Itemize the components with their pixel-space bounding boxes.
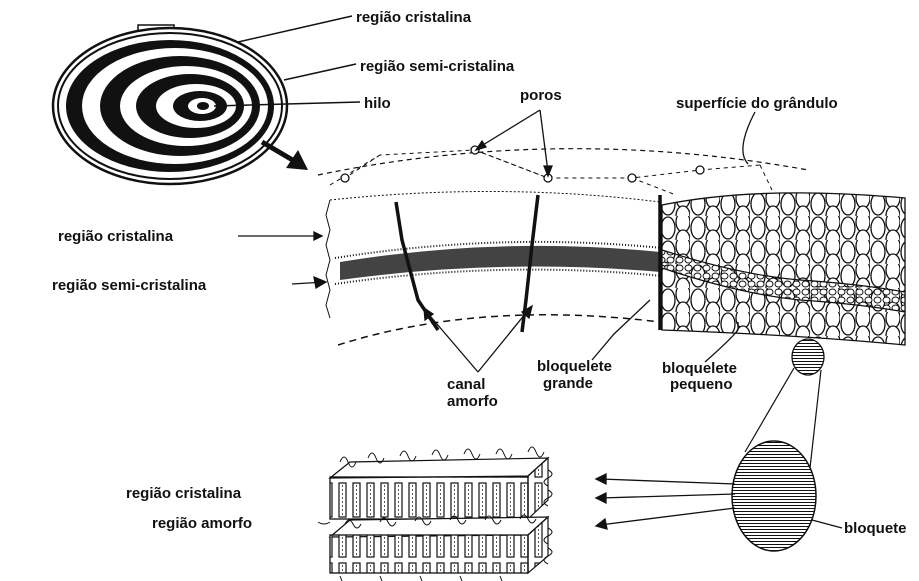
- granule-section: [318, 146, 905, 345]
- label-bottom-regiao-cristalina: região cristalina: [126, 485, 242, 502]
- label-bloquelete-pequeno-line2: pequeno: [670, 376, 733, 393]
- label-bloquelete-pequeno-line1: bloquelete: [662, 360, 737, 377]
- label-hilo: hilo: [364, 95, 391, 112]
- label-poros: poros: [520, 87, 562, 104]
- pore: [628, 174, 636, 182]
- label-top-regiao-cristalina: região cristalina: [356, 9, 472, 26]
- label-bloquete: bloquete: [844, 520, 907, 537]
- pore: [696, 166, 704, 174]
- bloquete-shape: [732, 441, 816, 551]
- label-mid-regiao-cristalina: região cristalina: [58, 228, 174, 245]
- label-bloquelete-grande-line1: bloquelete: [537, 358, 612, 375]
- bottom-arrows: [596, 474, 735, 529]
- label-top-regiao-semi-cristalina: região semi-cristalina: [360, 58, 515, 75]
- label-superficie-do-grandulo: superfície do grândulo: [676, 95, 838, 112]
- label-canal-amorfo-line2: amorfo: [447, 393, 498, 410]
- pore: [341, 174, 349, 182]
- label-canal-amorfo-line1: canal: [447, 376, 485, 393]
- label-bottom-regiao-amorfo: região amorfo: [152, 515, 252, 532]
- zoom-arrow-icon: [262, 142, 308, 170]
- blocklet-zoom: [732, 339, 842, 551]
- label-mid-regiao-semi-cristalina: região semi-cristalina: [52, 277, 207, 294]
- label-bloquelete-grande-line2: grande: [543, 375, 593, 392]
- bottom-blocks: [318, 447, 552, 581]
